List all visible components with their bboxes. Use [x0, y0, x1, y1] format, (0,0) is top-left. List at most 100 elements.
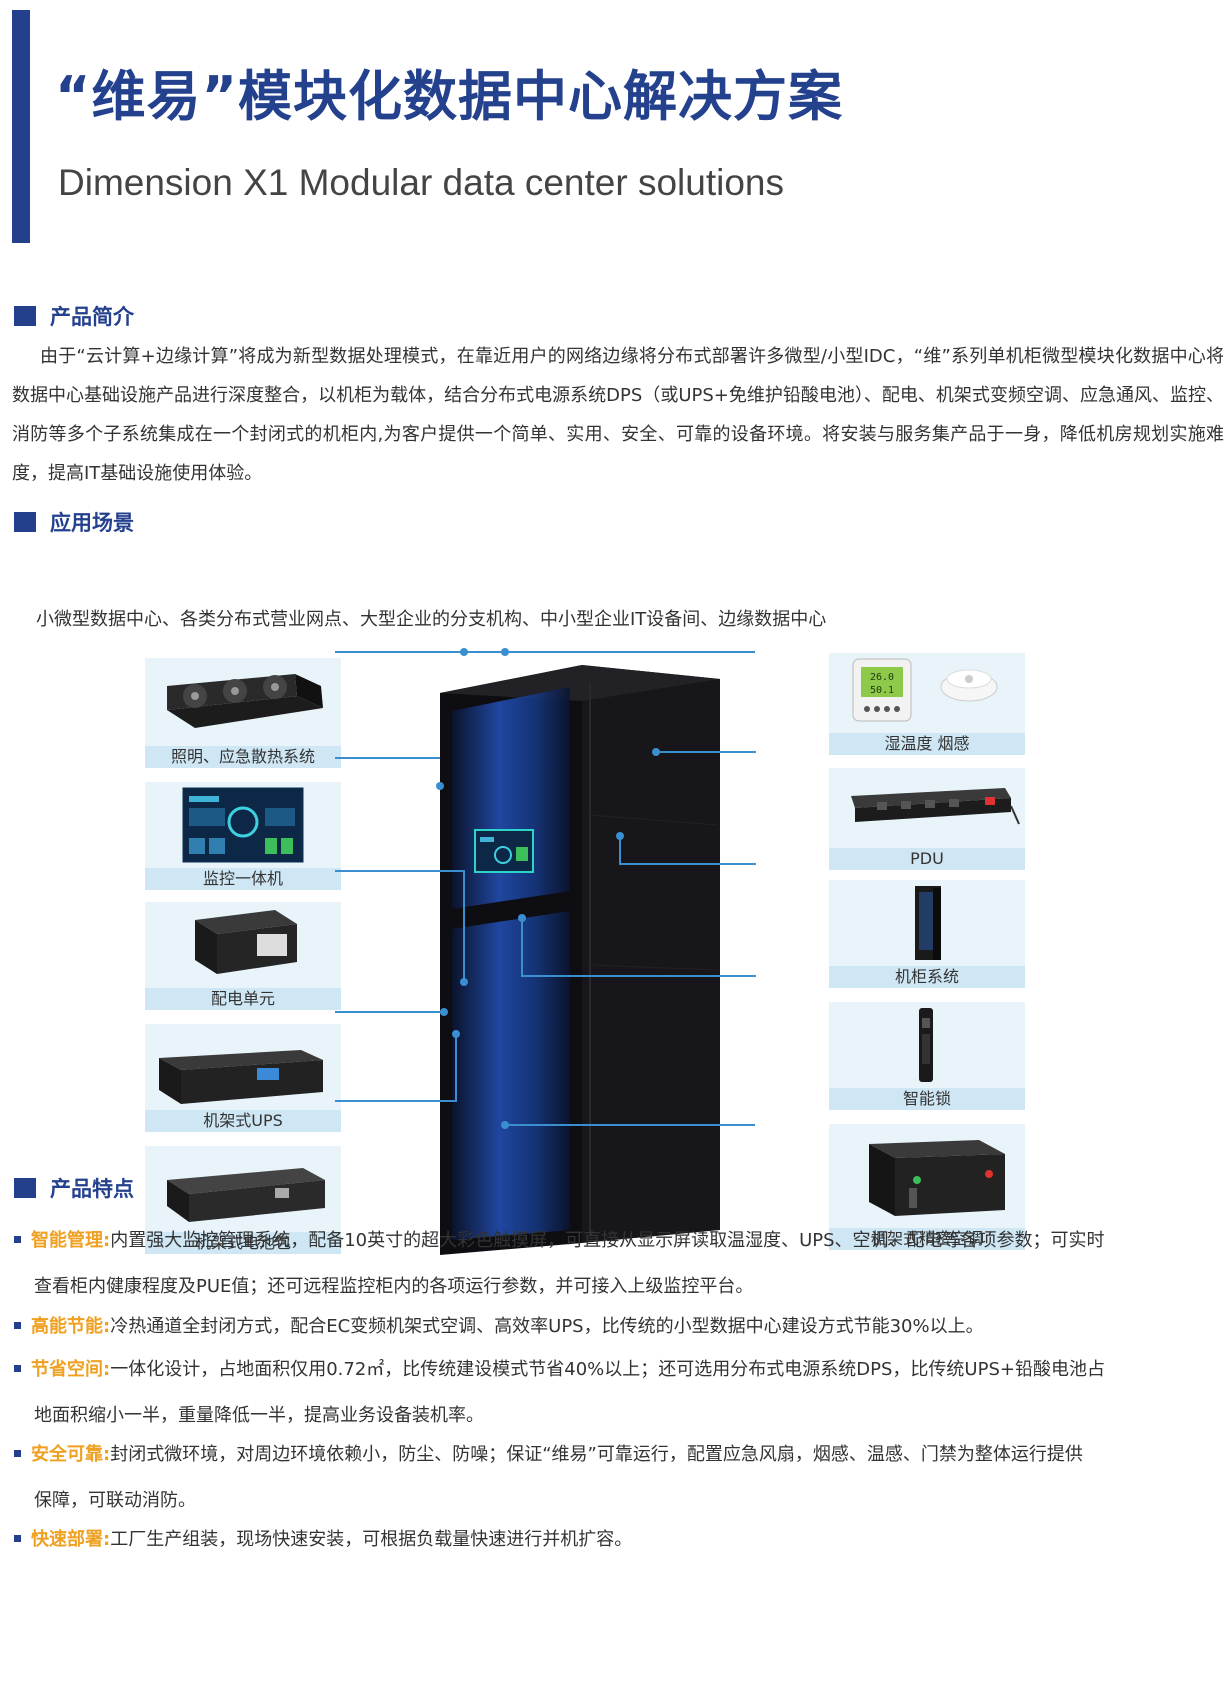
connector-line	[335, 1011, 443, 1013]
connector-line	[619, 836, 621, 864]
component-label: 机架式UPS	[145, 1110, 341, 1132]
card-image	[145, 1024, 341, 1110]
component-card-fan: 照明、应急散热系统	[145, 658, 341, 768]
connector-line	[619, 863, 756, 865]
connector-line	[463, 870, 465, 980]
feature-key: 高能节能:	[31, 1316, 111, 1337]
component-card-pdu: PDU	[829, 768, 1025, 870]
sensor-humidity-readout: 50.1	[870, 685, 894, 696]
feature-item: 节省空间:一体化设计，占地面积仅用0.72㎡，比传统建设模式节省40%以上；还可…	[14, 1347, 1224, 1439]
section-square-icon	[14, 306, 36, 326]
component-card-ups: 机架式UPS	[145, 1024, 341, 1132]
feature-item: 高能节能:冷热通道全封闭方式，配合EC变频机架式空调、高效率UPS，比传统的小型…	[14, 1304, 1224, 1350]
server-cabinet-illustration	[440, 665, 720, 1255]
monitor-screen-icon	[182, 787, 304, 863]
connector-dot	[436, 782, 444, 790]
feature-key: 节省空间:	[31, 1359, 111, 1380]
connector-dot	[452, 1030, 460, 1038]
intro-paragraph: 由于“云计算+边缘计算”将成为新型数据处理模式，在靠近用户的网络边缘将分布式部署…	[12, 346, 1224, 484]
section-square-icon	[14, 512, 36, 532]
connector-line	[521, 975, 756, 977]
section-square-icon	[14, 1178, 36, 1198]
connector-dot	[501, 1121, 509, 1129]
card-image	[145, 1146, 341, 1232]
connector-dot	[518, 914, 526, 922]
component-label: 照明、应急散热系统	[145, 746, 341, 768]
connector-line	[521, 918, 523, 976]
component-label: 机架式电池包	[145, 1232, 341, 1254]
section-features-label: 产品特点	[50, 1177, 134, 1201]
connector-dot	[616, 832, 624, 840]
feature-text-cont: 查看柜内健康程度及PUE值；还可远程监控柜内的各项运行参数，并可接入上级监控平台…	[34, 1276, 754, 1297]
bullet-icon	[14, 1364, 21, 1372]
component-card-sensor: 26.0 50.1 湿温度 烟感	[829, 653, 1025, 755]
component-label: 湿温度 烟感	[829, 733, 1025, 755]
page-subtitle: Dimension X1 Modular data center solutio…	[58, 162, 784, 203]
connector-dot	[460, 648, 468, 656]
power-distribution-unit-icon	[195, 910, 297, 974]
section-intro-heading: 产品简介	[14, 301, 134, 331]
temp-humidity-smoke-sensor-icon: 26.0 50.1	[852, 658, 998, 722]
scenes-text: 小微型数据中心、各类分布式营业网点、大型企业的分支机构、中小型企业IT设备间、边…	[36, 609, 827, 630]
feature-key: 安全可靠:	[31, 1444, 111, 1465]
connector-line	[656, 751, 756, 753]
battery-pack-icon	[167, 1168, 325, 1222]
feature-item: 智能管理:内置强大监控管理系统，配备10英寸的超大彩色触摸屏，可直接从显示屏读取…	[14, 1218, 1224, 1310]
section-intro-label: 产品简介	[50, 305, 134, 329]
section-scenes-heading: 应用场景	[14, 507, 134, 537]
feature-item: 安全可靠:封闭式微环境，对周边环境依赖小，防尘、防噪；保证“维易”可靠运行，配置…	[14, 1432, 1224, 1524]
pdu-strip-icon	[851, 788, 1020, 825]
rack-ups-icon	[159, 1050, 323, 1104]
connector-line	[335, 651, 507, 653]
bullet-icon	[14, 1534, 21, 1542]
connector-line	[335, 1100, 457, 1102]
card-image	[829, 880, 1025, 966]
component-label: 机柜系统	[829, 966, 1025, 988]
card-image: 26.0 50.1	[829, 653, 1025, 733]
connector-dot	[501, 648, 509, 656]
component-card-battery: 机架式电池包	[145, 1146, 341, 1254]
connector-dot	[652, 748, 660, 756]
feature-text: 封闭式微环境，对周边环境依赖小，防尘、防噪；保证“维易”可靠运行，配置应急风扇，…	[110, 1444, 1083, 1465]
component-card-aircon: 机架式精密空调	[829, 1124, 1025, 1250]
section-features-heading: 产品特点	[14, 1173, 134, 1203]
component-card-monitor: 监控一体机	[145, 782, 341, 890]
component-card-pdu-unit: 配电单元	[145, 902, 341, 1010]
section-scenes-label: 应用场景	[50, 511, 134, 535]
card-image	[145, 902, 341, 988]
feature-text-cont: 地面积缩小一半，重量降低一半，提高业务设备装机率。	[34, 1405, 484, 1426]
bullet-icon	[14, 1449, 21, 1457]
bullet-icon	[14, 1235, 21, 1243]
card-image	[829, 1124, 1025, 1228]
precision-aircon-icon	[869, 1140, 1005, 1216]
card-image	[829, 768, 1025, 848]
connector-dot	[460, 978, 468, 986]
feature-text: 工厂生产组装，现场快速安装，可根据负载量快速进行并机扩容。	[110, 1529, 633, 1550]
smart-lock-icon	[919, 1008, 933, 1082]
connector-line	[505, 651, 755, 653]
feature-text: 冷热通道全封闭方式，配合EC变频机架式空调、高效率UPS，比传统的小型数据中心建…	[110, 1316, 984, 1337]
connector-line	[335, 757, 440, 759]
page-title: “维易”模块化数据中心解决方案	[55, 65, 843, 128]
bullet-icon	[14, 1321, 21, 1329]
component-card-cabinet: 机柜系统	[829, 880, 1025, 988]
card-image	[145, 782, 341, 868]
fan-unit-icon	[167, 674, 323, 728]
connector-dot	[440, 1008, 448, 1016]
component-label: 智能锁	[829, 1088, 1025, 1110]
component-label: 机架式精密空调	[829, 1228, 1025, 1250]
card-image	[829, 1002, 1025, 1088]
cabinet-system-icon	[915, 886, 941, 960]
connector-line	[505, 1124, 755, 1126]
feature-text-cont: 保障，可联动消防。	[34, 1490, 196, 1511]
sensor-temp-readout: 26.0	[870, 672, 894, 683]
component-card-lock: 智能锁	[829, 1002, 1025, 1110]
connector-line	[335, 870, 465, 872]
component-label: 监控一体机	[145, 868, 341, 890]
card-image	[145, 658, 341, 746]
component-label: 配电单元	[145, 988, 341, 1010]
header-accent-bar	[12, 10, 30, 243]
connector-line	[455, 1030, 457, 1102]
component-label: PDU	[829, 848, 1025, 870]
feature-key: 智能管理:	[31, 1230, 111, 1251]
